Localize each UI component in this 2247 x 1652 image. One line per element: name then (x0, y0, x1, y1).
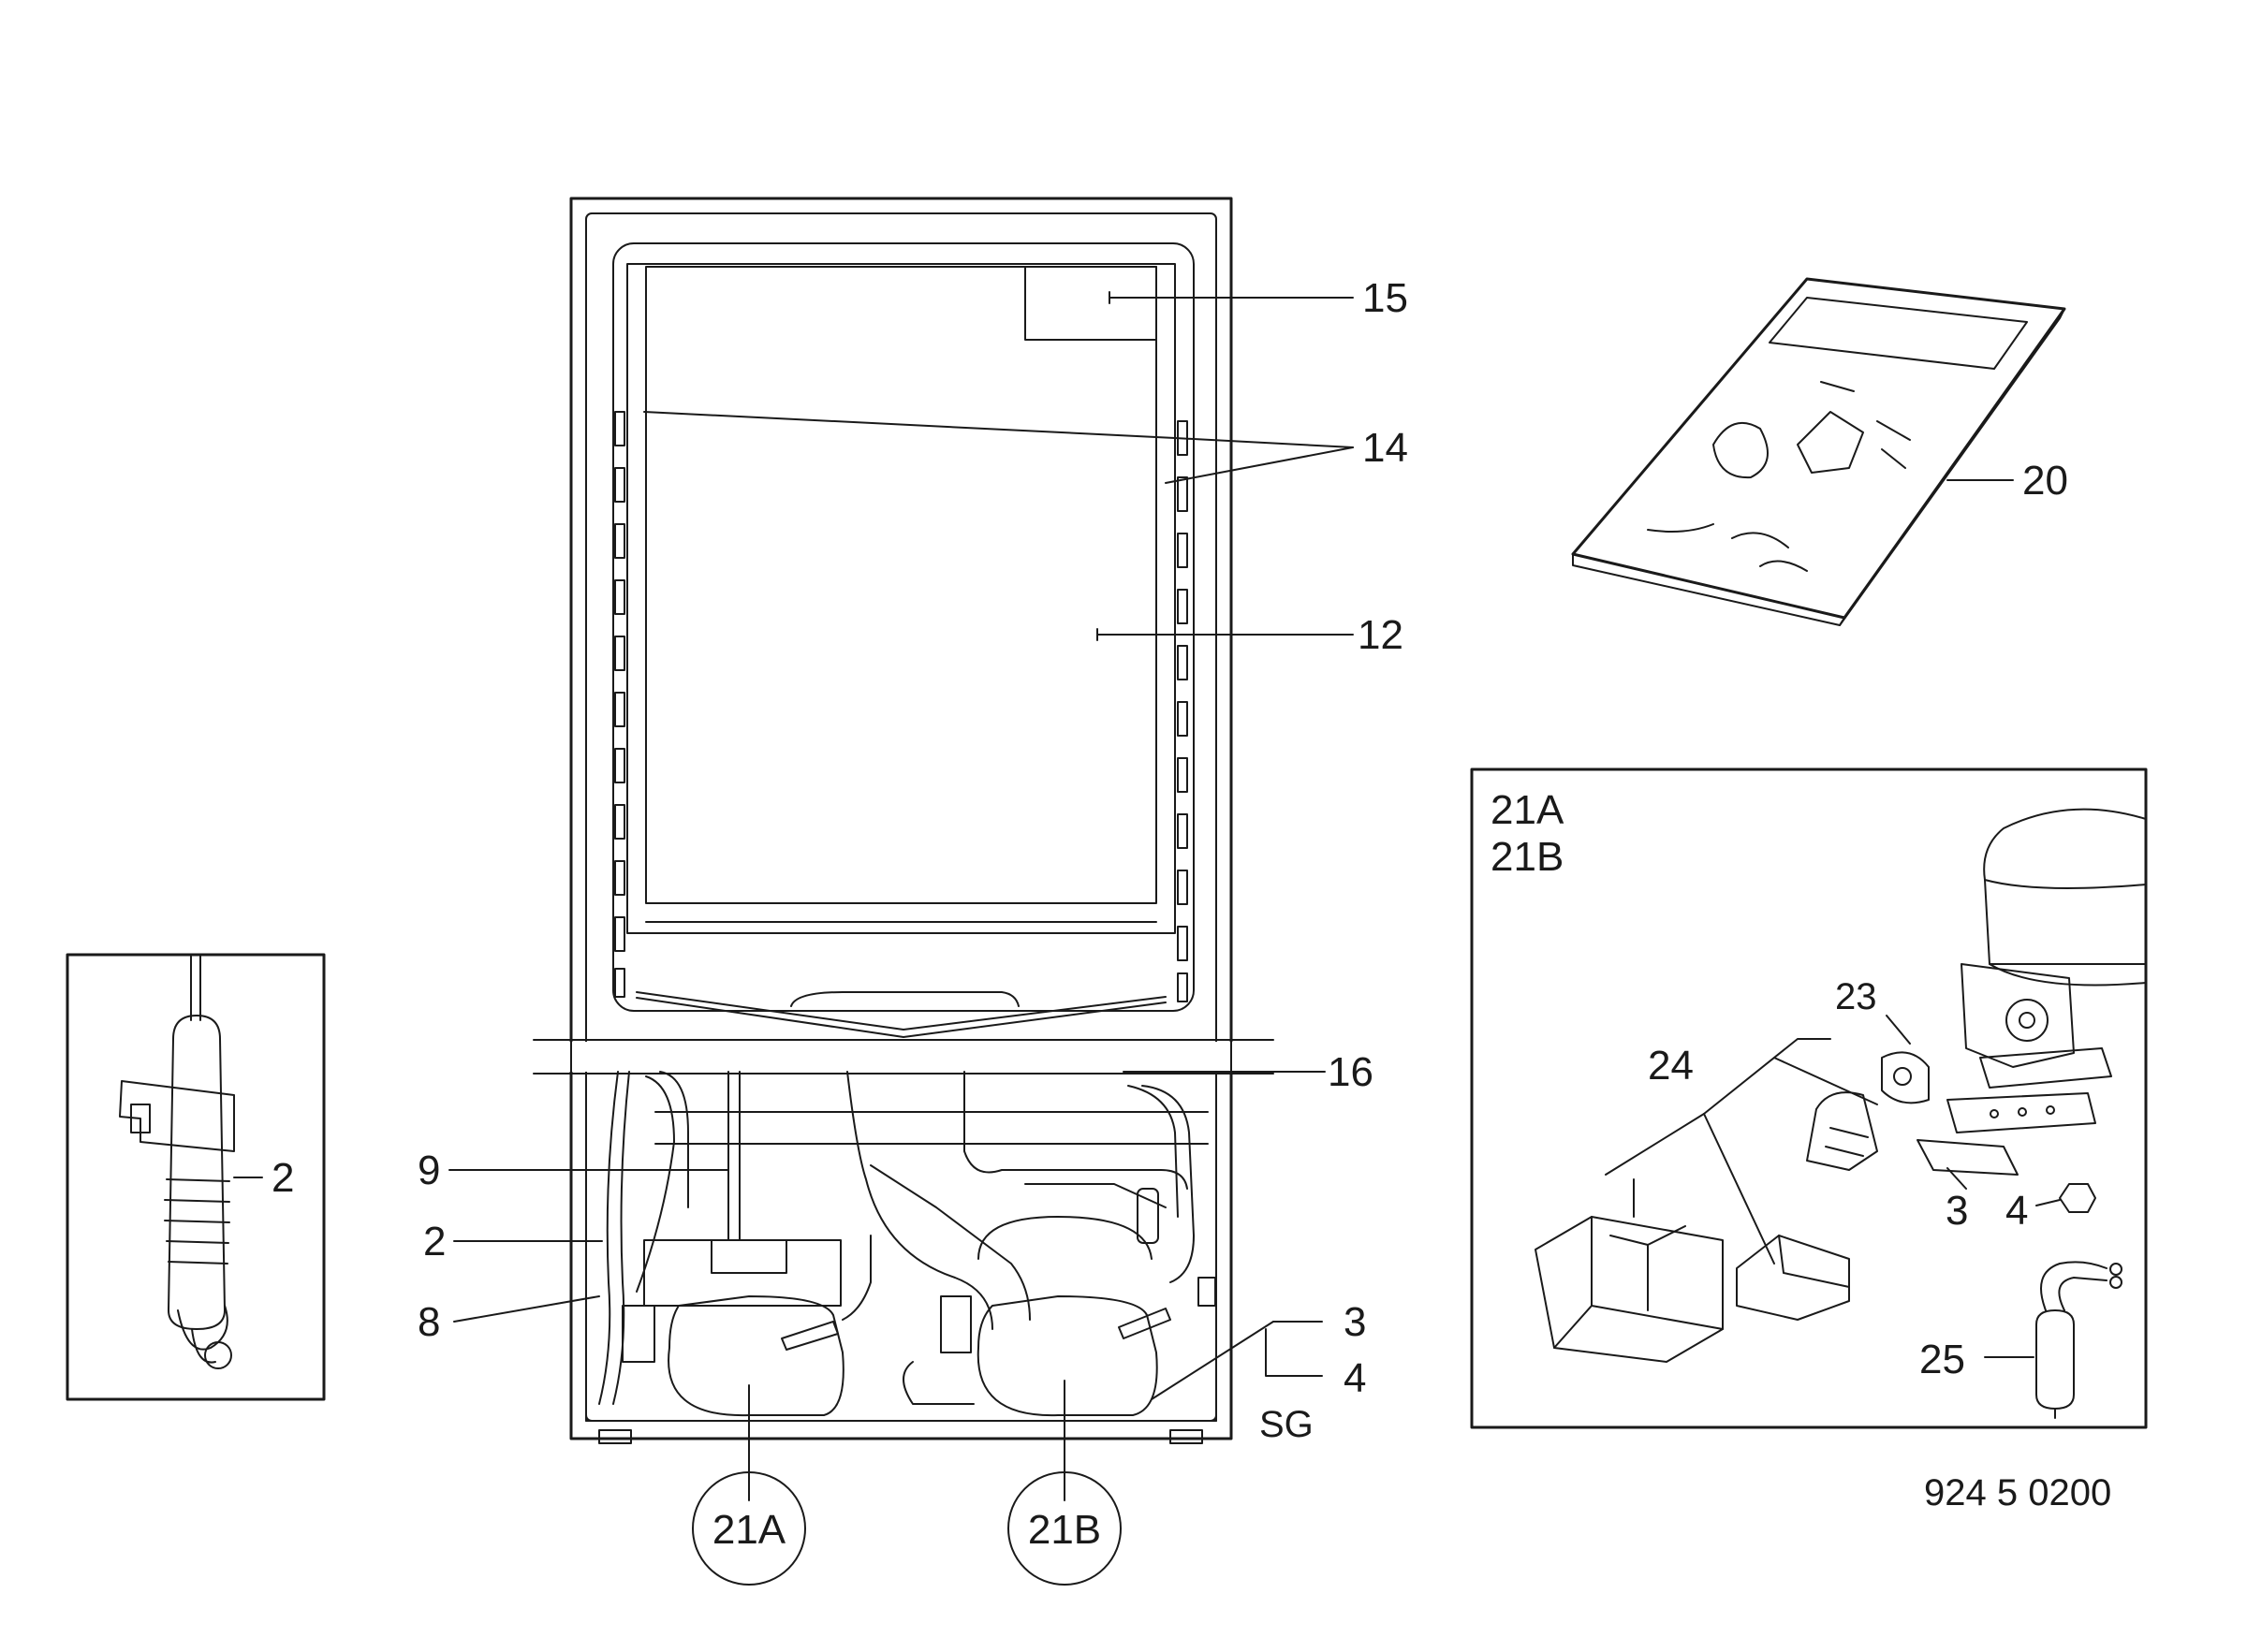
callout-25: 25 (1919, 1337, 1965, 1382)
callout-4-main: 4 (1344, 1355, 1366, 1401)
compressor-kit-box (1470, 768, 2148, 1429)
refrigerant-tubing (598, 1071, 1216, 1405)
callout-14: 14 (1362, 425, 1408, 471)
callout-21b: 21B (1028, 1507, 1101, 1553)
instruction-booklet (1571, 277, 2066, 626)
callout-8: 8 (418, 1299, 440, 1345)
callout-9: 9 (418, 1148, 440, 1193)
callout-circle-21b: 21B (1007, 1471, 1122, 1586)
compressor-assembly-right (940, 1216, 1171, 1417)
left-rail-slots (614, 411, 625, 998)
compressor-assembly-left (622, 1239, 844, 1417)
refrigerator-cabinet (533, 197, 1274, 1444)
kit-title-21b: 21B (1491, 834, 1564, 880)
drawing-number: 924 5 0200 (1924, 1472, 2111, 1513)
kit-title-21a: 21A (1491, 787, 1564, 833)
callout-3-kit: 3 (1946, 1188, 1968, 1234)
callout-21a: 21A (712, 1507, 786, 1553)
callout-3-main: 3 (1344, 1299, 1366, 1345)
callout-2-main: 2 (423, 1219, 446, 1265)
callout-12: 12 (1358, 612, 1403, 658)
callout-15: 15 (1362, 275, 1408, 321)
callout-2-detail: 2 (272, 1155, 294, 1201)
detail-box-thermostat (66, 953, 326, 1401)
callout-4-kit: 4 (2005, 1188, 2028, 1234)
sg-note: SG (1259, 1404, 1314, 1445)
callout-16: 16 (1328, 1049, 1373, 1095)
callout-23: 23 (1835, 976, 1877, 1017)
callout-20: 20 (2022, 458, 2068, 504)
callout-24: 24 (1648, 1043, 1694, 1089)
callout-circle-21a: 21A (692, 1471, 806, 1586)
leader-lines (448, 291, 1354, 1501)
right-rail-slots (1177, 420, 1188, 1002)
